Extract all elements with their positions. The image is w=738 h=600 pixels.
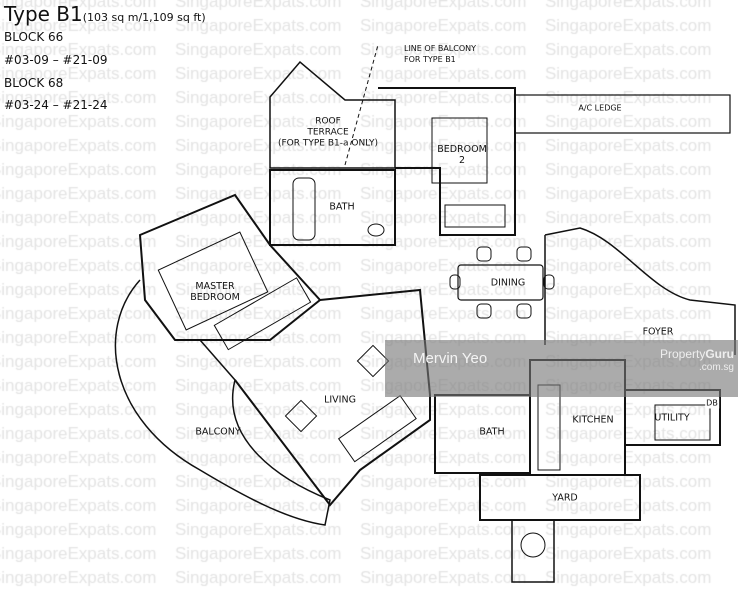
balcony-line-note: LINE OF BALCONY FOR TYPE B1: [403, 44, 477, 64]
unit-type: Type B1: [4, 2, 83, 26]
balcony-label: BALCONY: [195, 426, 241, 438]
yard-fixture: [520, 532, 546, 558]
living-label: LIVING: [324, 394, 356, 406]
logo-text-domain: .com.sg: [698, 362, 734, 373]
roof-terrace-label: ROOF TERRACE (FOR TYPE B1-a ONLY): [277, 116, 379, 149]
utility-label: UTILITY: [654, 412, 690, 424]
roof-terrace-outline: [269, 60, 396, 169]
kitchen-label: KITCHEN: [572, 414, 614, 426]
yard-label: YARD: [552, 492, 578, 504]
yard-bay: [511, 519, 555, 583]
balcony-outline: [114, 279, 331, 526]
master-bed: [157, 231, 269, 331]
logo-text-property: Property: [659, 347, 706, 361]
yard-walls: [479, 474, 641, 521]
living-walls: [234, 288, 431, 507]
block-label-1: BLOCK 66: [4, 30, 64, 44]
unit-type-title: Type B1(103 sq m/1,109 sq ft): [4, 2, 206, 26]
bedroom2-wardrobe: [444, 204, 506, 228]
armchair: [284, 399, 318, 433]
unit-area: (103 sq m/1,109 sq ft): [82, 11, 206, 24]
ac-ledge-label: A/C LEDGE: [578, 103, 622, 113]
unit-range-1: #03-09 – #21-09: [4, 53, 108, 67]
bedroom2-label: BEDROOM 2: [437, 144, 487, 166]
propertyguru-logo: PropertyGuru.com.sg: [660, 348, 734, 374]
logo-text-guru: Guru: [705, 347, 734, 361]
bedroom2-bed: [431, 117, 488, 184]
sofa: [337, 395, 417, 463]
foyer-label: FOYER: [642, 326, 674, 338]
bath-bottom-label: BATH: [479, 426, 505, 438]
bathtub: [292, 177, 316, 241]
master-bedroom-walls: [138, 193, 322, 341]
toilet: [367, 223, 385, 237]
db-label: DB: [705, 397, 719, 409]
agent-overlay-banner: Mervin Yeo PropertyGuru.com.sg: [385, 340, 738, 397]
kitchen-counter: [537, 384, 561, 471]
bath-top-walls: [269, 169, 396, 246]
coffee-table: [356, 344, 390, 378]
dining-chairs: [449, 246, 555, 319]
ac-ledge: [514, 94, 731, 134]
dining-label: DINING: [490, 277, 526, 289]
unit-range-2: #03-24 – #21-24: [4, 98, 108, 112]
bath-top-label: BATH: [329, 201, 355, 213]
master-wardrobe: [213, 277, 312, 351]
dining-table: [457, 264, 544, 301]
master-bedroom-label: MASTER BEDROOM: [190, 281, 240, 303]
agent-name: Mervin Yeo: [413, 350, 488, 367]
foyer-walls: [544, 227, 736, 355]
block-label-2: BLOCK 68: [4, 76, 64, 90]
utility-bed: [654, 404, 711, 441]
